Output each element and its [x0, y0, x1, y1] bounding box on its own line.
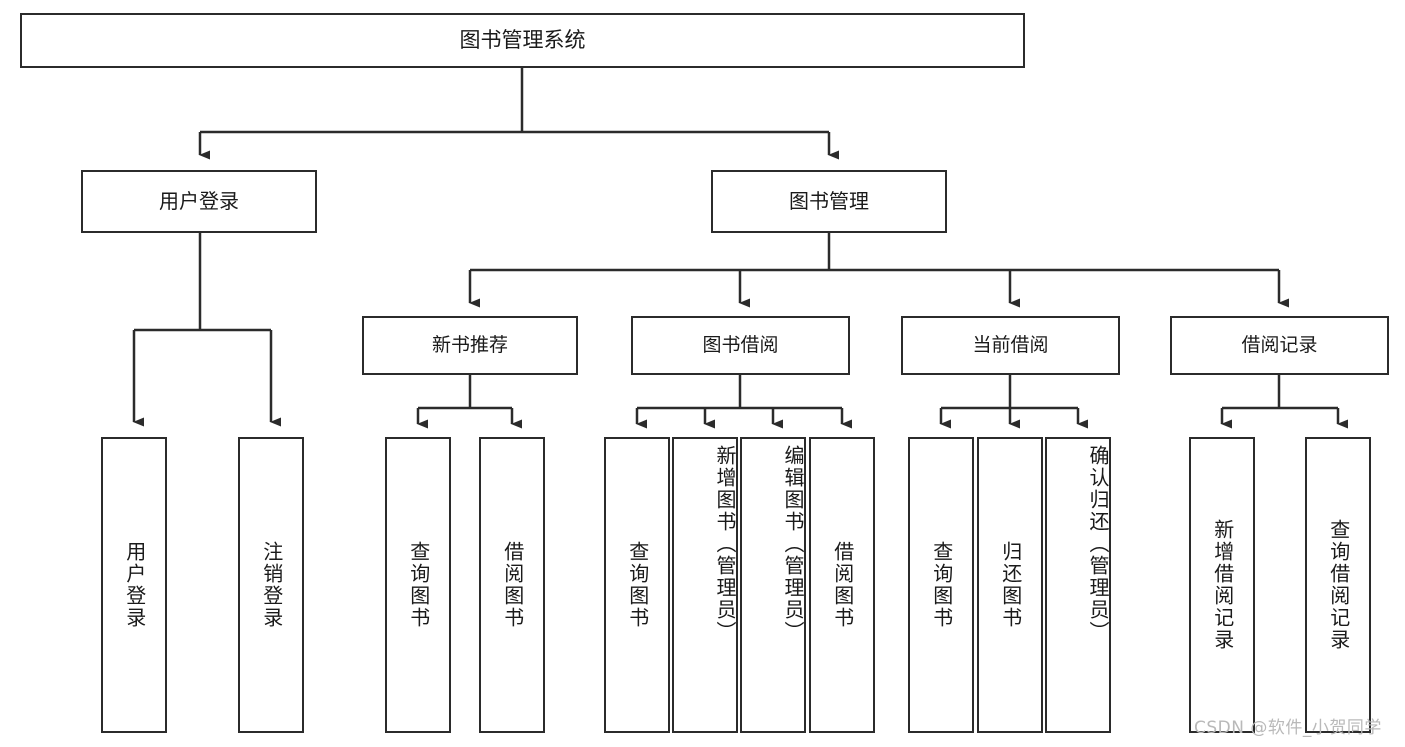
node-leaf-edit-book[interactable]: 编辑图书（管理员）: [740, 437, 806, 733]
node-borrow-record[interactable]: 借阅记录: [1170, 316, 1389, 375]
node-leaf-user-logout-label: 注销登录: [259, 541, 284, 629]
node-leaf-query-book-current-label: 查询图书: [929, 541, 954, 629]
node-leaf-query-book-borrow[interactable]: 查询图书: [604, 437, 670, 733]
node-leaf-user-logout[interactable]: 注销登录: [238, 437, 304, 733]
node-leaf-query-book-recommend-label: 查询图书: [406, 541, 431, 629]
node-leaf-borrow-book-recommend[interactable]: 借阅图书: [479, 437, 545, 733]
node-leaf-add-borrow-record[interactable]: 新增借阅记录: [1189, 437, 1255, 733]
node-root-label: 图书管理系统: [459, 28, 586, 53]
node-leaf-user-login-label: 用户登录: [122, 541, 147, 629]
node-root[interactable]: 图书管理系统: [20, 13, 1025, 68]
node-leaf-edit-book-label: 编辑图书（管理员）: [781, 445, 805, 643]
node-leaf-query-book-recommend[interactable]: 查询图书: [385, 437, 451, 733]
node-leaf-confirm-return[interactable]: 确认归还（管理员）: [1045, 437, 1111, 733]
node-leaf-return-book[interactable]: 归还图书: [977, 437, 1043, 733]
node-leaf-borrow-book-label: 借阅图书: [830, 541, 855, 629]
node-leaf-add-borrow-record-label: 新增借阅记录: [1210, 519, 1235, 651]
node-leaf-query-book-current[interactable]: 查询图书: [908, 437, 974, 733]
node-book-manage-label: 图书管理: [789, 188, 869, 213]
node-user-login[interactable]: 用户登录: [81, 170, 317, 233]
node-leaf-borrow-book[interactable]: 借阅图书: [809, 437, 875, 733]
node-new-book-recommend[interactable]: 新书推荐: [362, 316, 578, 375]
node-leaf-query-book-borrow-label: 查询图书: [625, 541, 650, 629]
node-borrow-record-label: 借阅记录: [1241, 334, 1318, 357]
node-leaf-confirm-return-label: 确认归还（管理员）: [1086, 445, 1110, 643]
node-current-borrow-label: 当前借阅: [972, 334, 1049, 357]
node-leaf-add-book-label: 新增图书（管理员）: [713, 445, 737, 643]
node-leaf-user-login[interactable]: 用户登录: [101, 437, 167, 733]
node-book-borrow[interactable]: 图书借阅: [631, 316, 850, 375]
node-leaf-query-borrow-record[interactable]: 查询借阅记录: [1305, 437, 1371, 733]
node-leaf-add-book[interactable]: 新增图书（管理员）: [672, 437, 738, 733]
node-book-borrow-label: 图书借阅: [702, 334, 779, 357]
node-user-login-label: 用户登录: [159, 188, 239, 213]
node-book-manage[interactable]: 图书管理: [711, 170, 947, 233]
node-current-borrow[interactable]: 当前借阅: [901, 316, 1120, 375]
node-new-book-recommend-label: 新书推荐: [431, 334, 508, 357]
node-leaf-return-book-label: 归还图书: [998, 541, 1023, 629]
node-leaf-query-borrow-record-label: 查询借阅记录: [1326, 519, 1351, 651]
node-leaf-borrow-book-recommend-label: 借阅图书: [500, 541, 525, 629]
